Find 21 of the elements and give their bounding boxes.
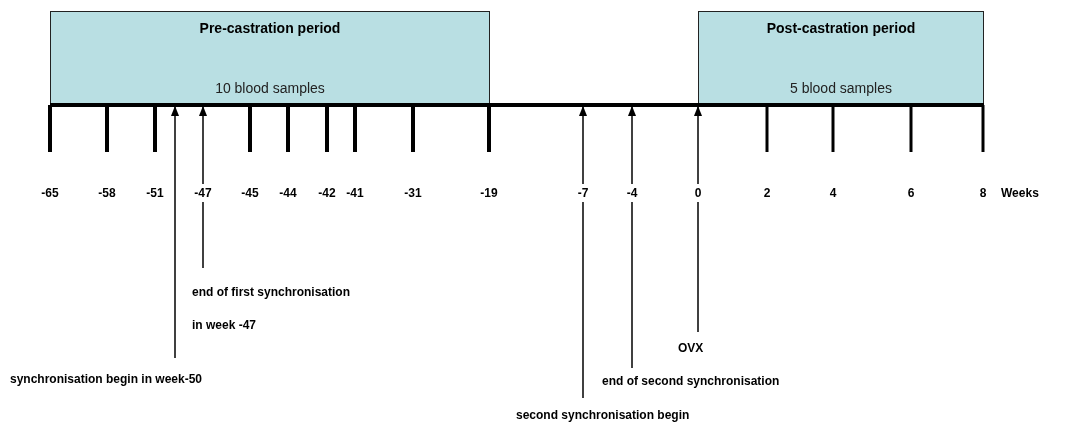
annotation-text: second synchronisation begin (516, 408, 690, 422)
annotation-text: synchronisation begin in week-50 (10, 372, 203, 386)
period-box (50, 11, 490, 105)
tick-label: -7 (576, 184, 590, 202)
arrow (627, 105, 637, 369)
period-description: 5 blood samples (789, 80, 893, 96)
arrow (198, 105, 208, 269)
period-title: Pre-castration period (198, 20, 342, 36)
arrow (693, 105, 703, 333)
annotation-text: OVX (678, 341, 704, 355)
arrow (170, 105, 180, 359)
tick-label: -47 (193, 184, 213, 202)
arrow (578, 105, 588, 399)
annotation-text: end of second synchronisation (602, 374, 780, 388)
timeline-axis (50, 103, 984, 107)
period-description: 10 blood samples (214, 80, 326, 96)
period-title: Post-castration period (765, 20, 917, 36)
tick-label: -4 (625, 184, 639, 202)
tick-label: 0 (693, 184, 703, 202)
period-box (698, 11, 984, 105)
annotation-text: end of first synchronisation in week -47 (192, 276, 352, 342)
